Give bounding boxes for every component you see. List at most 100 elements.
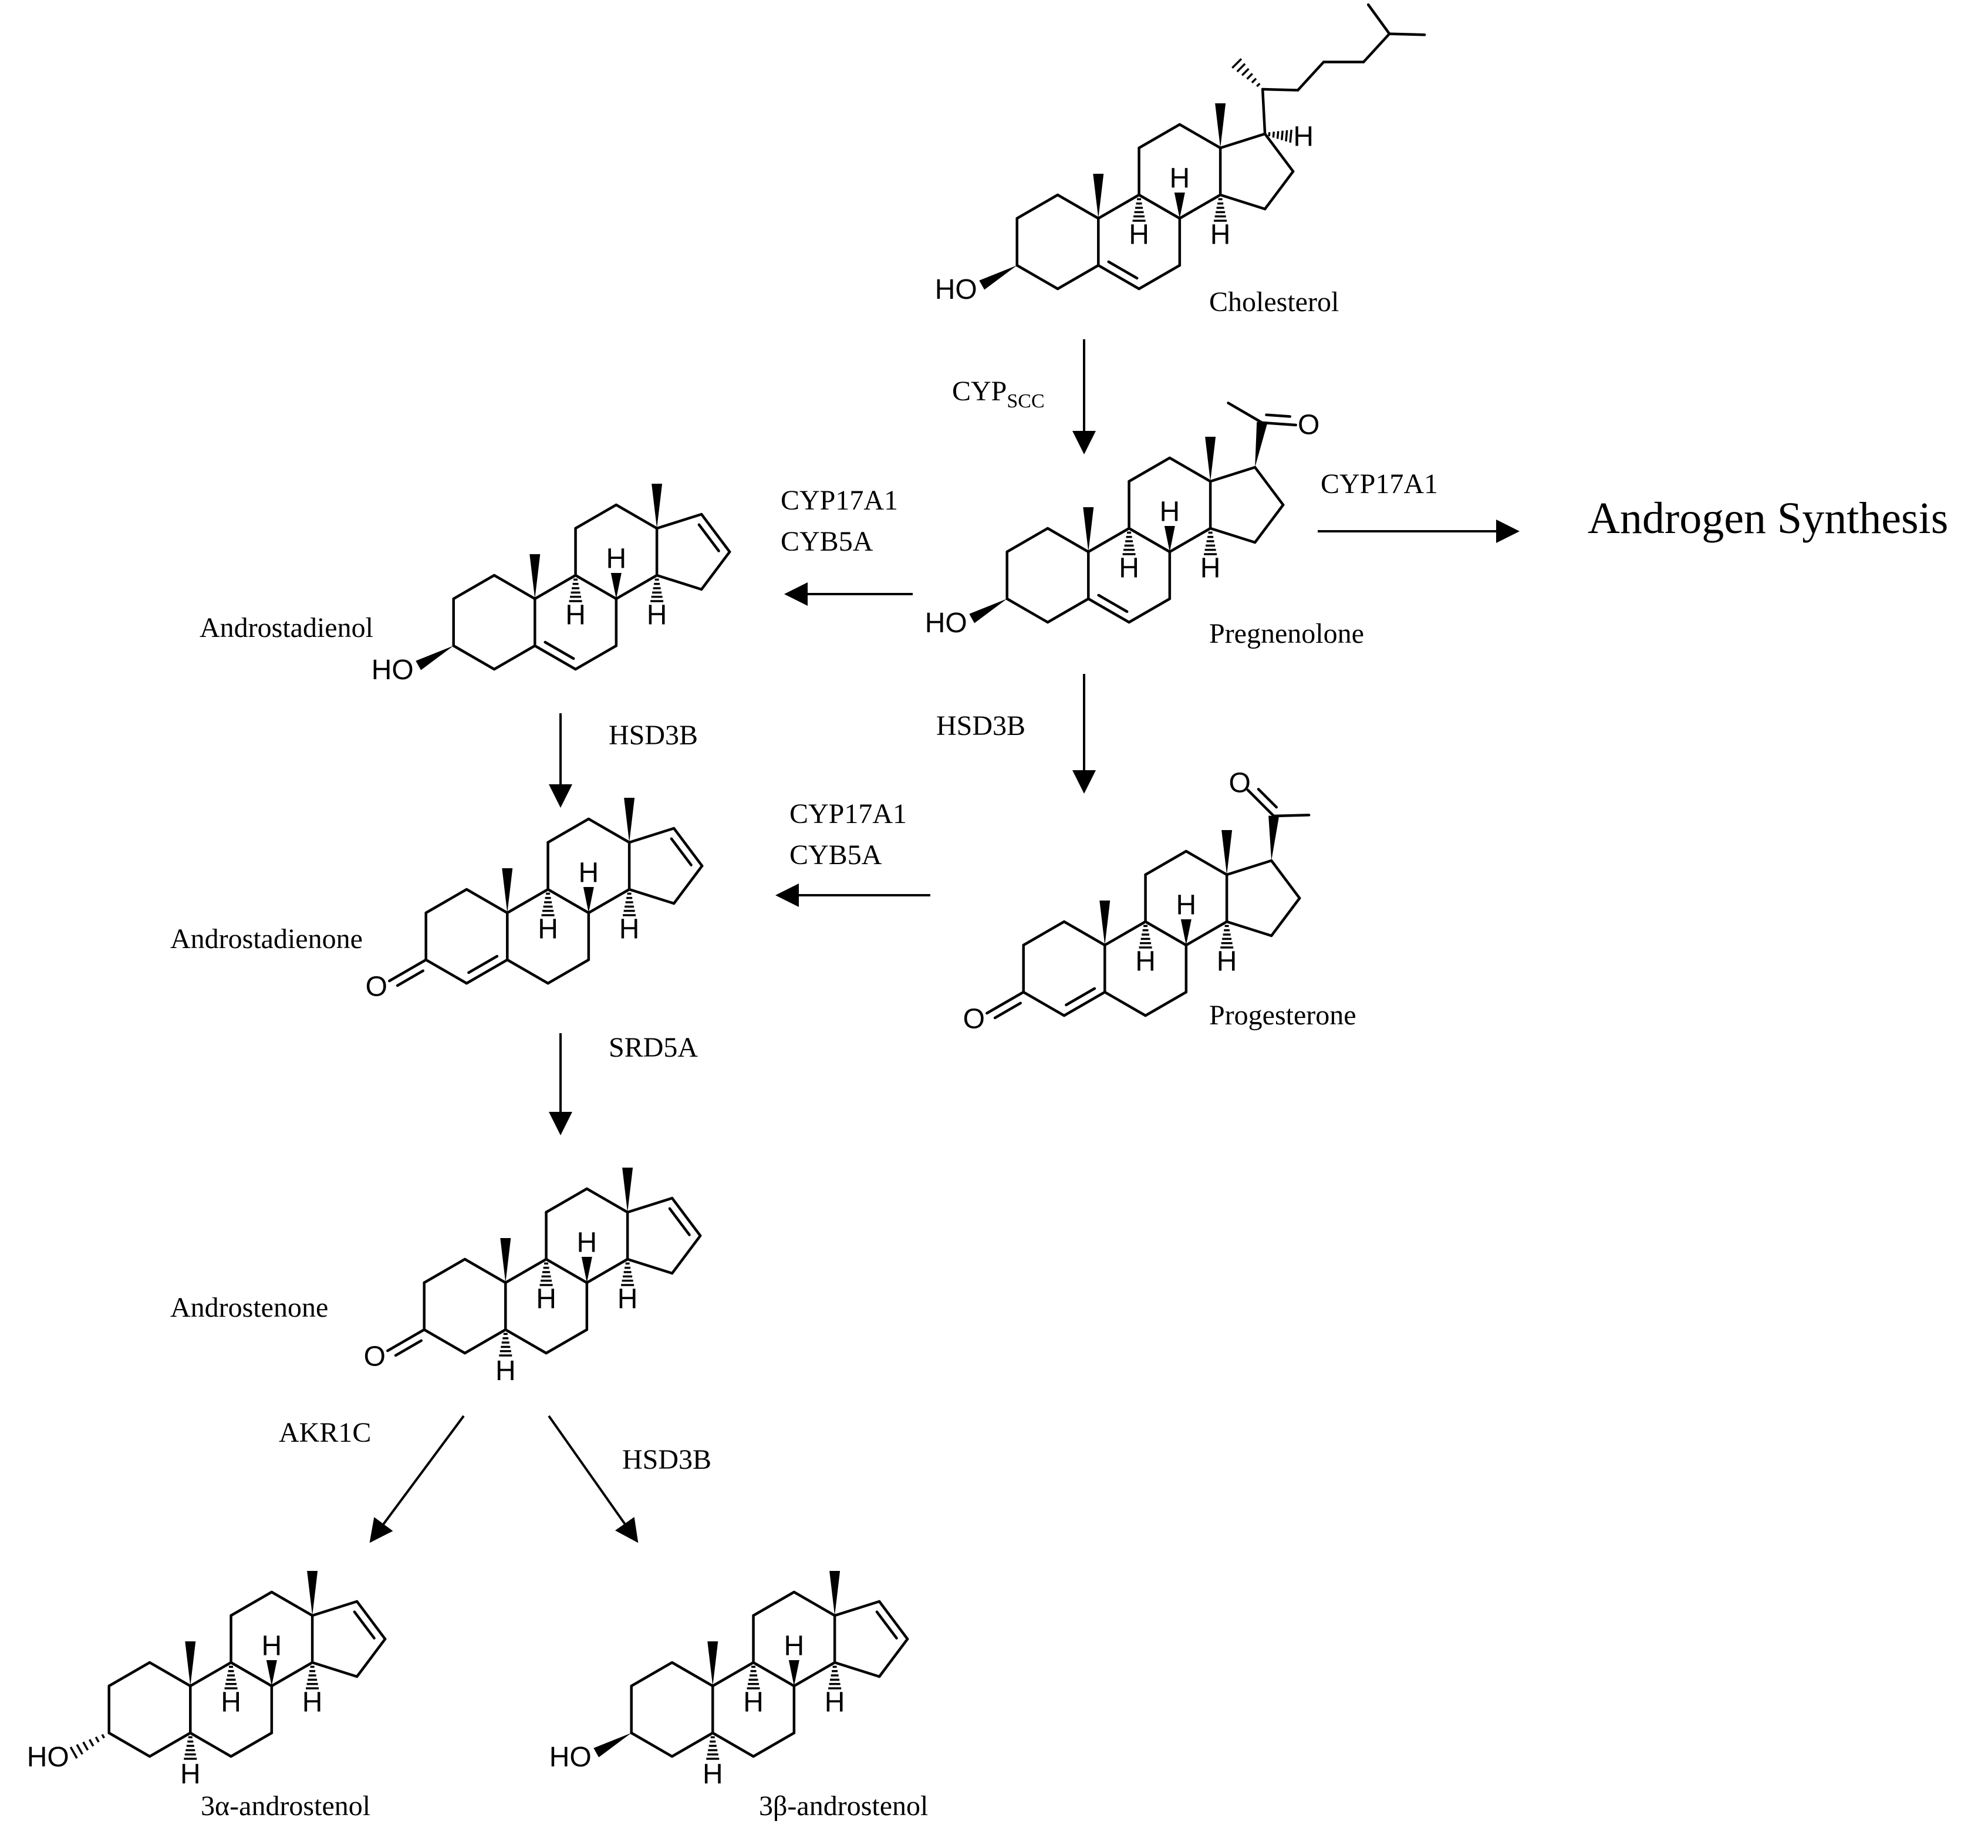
double-bond-c5-c6 xyxy=(544,640,575,660)
ring-c-bond xyxy=(229,1590,274,1617)
ring-a-bond xyxy=(107,1731,151,1758)
double-bond-c5-c6 xyxy=(1107,260,1139,280)
ring-d-bond xyxy=(355,1600,387,1641)
ring-d-bond xyxy=(672,827,704,868)
enzyme-hsd3b-beta: HSD3B xyxy=(622,1444,711,1475)
h14-hashed-bond xyxy=(623,892,636,916)
hydroxyl-label: HO xyxy=(372,655,414,686)
h14-atom: H xyxy=(1217,946,1237,977)
ring-d-bond xyxy=(655,574,703,591)
h9-hashed-bond xyxy=(569,578,582,602)
double-bond-c16-c17 xyxy=(697,523,720,552)
h5-hashed-bond xyxy=(184,1736,197,1760)
ring-d-bond xyxy=(877,1600,909,1641)
double-bond-c16-c17 xyxy=(875,1610,898,1640)
ring-b-bond xyxy=(1103,990,1147,1017)
acetyl-methyl-bond xyxy=(1227,402,1264,424)
ring-a-bond xyxy=(1005,527,1049,554)
ring-c-bond xyxy=(270,1590,314,1617)
c3-hydroxyl-wedge xyxy=(416,646,454,670)
double-bond-c4-c5 xyxy=(467,955,499,974)
ring-d-bond xyxy=(1209,527,1257,544)
ring-d-bond xyxy=(1270,859,1301,900)
acetyl-methyl-bond xyxy=(1272,814,1311,818)
enzyme-cyp-scc: CYPSCC xyxy=(952,376,1045,412)
ring-b-bond xyxy=(1138,193,1182,220)
acetyl-oxygen: O xyxy=(1298,410,1319,441)
ring-c-bond xyxy=(574,503,618,530)
ring-a-bond xyxy=(465,888,509,915)
ring-c-bond xyxy=(545,1187,589,1214)
methyl-c18-wedge xyxy=(1215,103,1226,148)
methyl-c19-wedge xyxy=(1083,507,1094,552)
ring-b-bond xyxy=(1097,264,1140,291)
h9-atom: H xyxy=(536,1284,556,1315)
label-androstadienone: Androstadienone xyxy=(170,923,363,955)
ring-a-bond xyxy=(107,1661,151,1688)
c21-methyl-hashed xyxy=(1231,58,1261,87)
h14-hashed-bond xyxy=(650,578,664,602)
ring-b-bond xyxy=(545,1257,589,1284)
ring-d-bond xyxy=(700,550,731,591)
h14-hashed-bond xyxy=(828,1665,842,1689)
h5-hashed-bond xyxy=(499,1333,512,1357)
ring-b-bond xyxy=(711,1661,755,1688)
h9-atom: H xyxy=(1129,220,1149,251)
ring-d-bond xyxy=(1253,503,1285,544)
ring-b-bond xyxy=(711,1731,755,1758)
ring-c-bond xyxy=(1168,527,1212,554)
ring-a-bond xyxy=(1015,264,1059,291)
ring-b-bond xyxy=(189,1731,232,1758)
ring-a-bond xyxy=(463,1257,507,1284)
label-pregnenolone: Pregnenolone xyxy=(1209,618,1364,649)
ring-a-bond xyxy=(492,644,536,671)
ring-c-bond xyxy=(1184,849,1228,876)
h8-atom: H xyxy=(579,858,599,889)
ring-c-bond xyxy=(615,503,659,530)
h8-atom: H xyxy=(1170,163,1190,194)
c17-acetyl-wedge xyxy=(1268,815,1280,861)
double-bond-c5-c6 xyxy=(1097,593,1129,613)
ring-b-bond xyxy=(1087,597,1130,624)
h8-wedge-bond xyxy=(788,1660,799,1686)
methyl-c18-wedge xyxy=(307,1571,318,1616)
ring-b-bond xyxy=(534,574,577,601)
double-bond-c16-c17 xyxy=(668,1207,691,1236)
side-chain-bond xyxy=(1366,3,1391,35)
hydroxyl-label: HO xyxy=(935,274,977,305)
ring-d-bond xyxy=(833,1661,881,1678)
arrow-androstenone-to-3beta-androstenol xyxy=(548,1415,639,1543)
ring-d-bond xyxy=(655,512,703,530)
h8-atom: H xyxy=(1176,890,1197,921)
ring-a-bond xyxy=(463,1328,507,1355)
ring-a-bond xyxy=(630,1731,674,1758)
ring-d-bond xyxy=(1219,193,1267,211)
ring-a-bond xyxy=(1015,193,1059,220)
ring-d-bond xyxy=(1219,132,1267,150)
h14-atom: H xyxy=(619,914,640,945)
methyl-c18-wedge xyxy=(829,1571,841,1616)
hydroxyl-label: HO xyxy=(925,608,967,639)
enzyme-labels: CYPSCC CYP17A1 CYP17A1 CYB5A HSD3B HSD3B… xyxy=(279,376,1438,1475)
double-bond-c16-c17 xyxy=(353,1610,376,1640)
h9-atom: H xyxy=(1119,553,1139,584)
ring-c-bond xyxy=(1144,849,1188,876)
label-3beta-androstenol: 3β-androstenol xyxy=(759,1790,928,1822)
ring-a-bond xyxy=(1062,920,1106,947)
label-androstadienol: Androstadienol xyxy=(200,612,373,643)
h14-atom: H xyxy=(647,600,667,631)
carbonyl-oxygen: O xyxy=(366,972,387,1003)
carbonyl-oxygen: O xyxy=(963,1004,985,1035)
ring-d-bond xyxy=(1263,132,1295,173)
arrow-androstenone-to-3alpha-androstenol xyxy=(369,1415,465,1543)
ring-d-bond xyxy=(877,1637,909,1678)
enzyme-cyp17a1-androgen: CYP17A1 xyxy=(1321,468,1438,500)
c3-carbonyl-bond xyxy=(985,990,1025,1015)
ring-b-bond xyxy=(229,1661,274,1688)
enzyme-cyp17a1-dienone: CYP17A1 xyxy=(789,798,907,829)
methyl-c18-wedge xyxy=(624,798,635,842)
methyl-c18-wedge xyxy=(1221,830,1233,875)
ring-b-bond xyxy=(534,644,577,671)
